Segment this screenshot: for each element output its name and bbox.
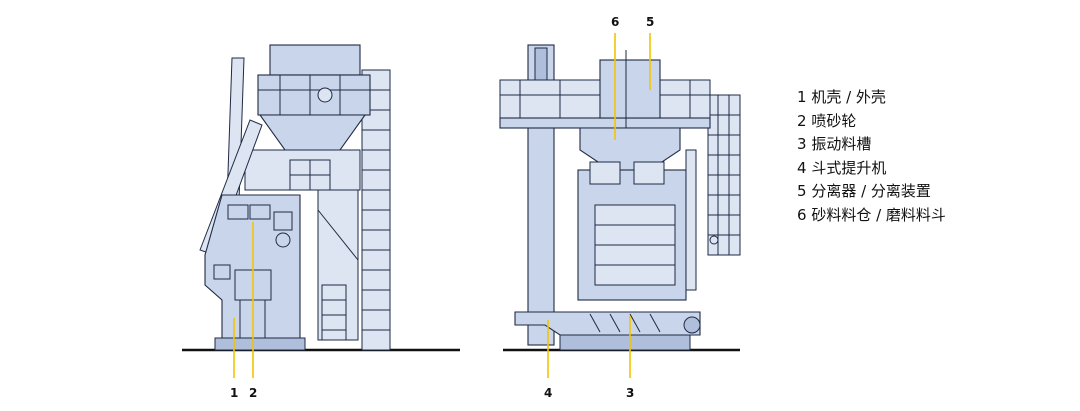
callout-label: 4 bbox=[544, 386, 552, 400]
callout-label: 3 bbox=[626, 386, 634, 400]
left-view-machine: 1 2 bbox=[182, 44, 460, 400]
callout-label: 6 bbox=[611, 15, 619, 29]
left-hopper bbox=[258, 114, 367, 151]
right-separator bbox=[599, 59, 661, 119]
right-platform-beam bbox=[499, 117, 711, 129]
left-base bbox=[214, 337, 306, 351]
right-base bbox=[559, 334, 691, 351]
parts-legend: 1 机壳 / 外壳 2 喷砂轮 3 振动料槽 4 斗式提升机 5 分离器 / 分… bbox=[797, 86, 946, 228]
left-lower-frame bbox=[317, 189, 359, 341]
callout-label: 1 bbox=[230, 386, 238, 400]
legend-item: 6 砂料料仓 / 磨料料斗 bbox=[797, 205, 946, 224]
left-pulley bbox=[317, 87, 333, 103]
right-valve bbox=[709, 235, 719, 245]
right-view-machine: 4 3 6 5 bbox=[499, 15, 741, 400]
left-upper-platform bbox=[257, 74, 371, 116]
legend-item: 4 斗式提升机 bbox=[797, 158, 887, 177]
legend-item: 3 振动料槽 bbox=[797, 135, 872, 154]
left-top-housing bbox=[269, 44, 361, 76]
legend-item: 2 喷砂轮 bbox=[797, 111, 857, 130]
callout-label: 2 bbox=[249, 386, 257, 400]
legend-item: 5 分离器 / 分离装置 bbox=[797, 182, 931, 201]
callout-label: 5 bbox=[646, 15, 654, 29]
right-blast-wheel-right bbox=[633, 161, 665, 185]
legend-item: 1 机壳 / 外壳 bbox=[797, 88, 886, 106]
right-blast-wheel-left bbox=[589, 161, 621, 185]
right-vibration-motor bbox=[683, 316, 701, 334]
right-side-pipe bbox=[685, 149, 697, 291]
